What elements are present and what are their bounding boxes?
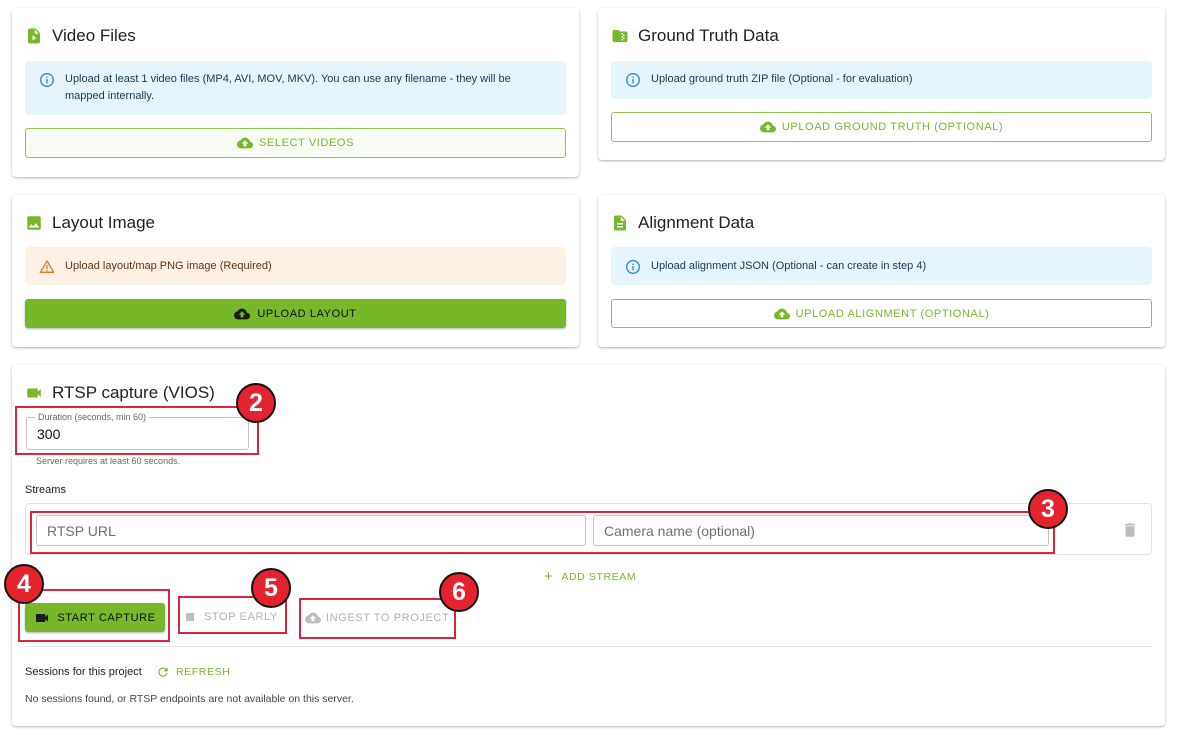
- upload-ground-truth-button[interactable]: UPLOAD GROUND TRUTH (OPTIONAL): [611, 112, 1152, 142]
- upload-alignment-label: UPLOAD ALIGNMENT (OPTIONAL): [795, 307, 990, 320]
- duration-label: Duration (seconds, min 60): [35, 412, 150, 422]
- cloud-upload-icon: [773, 306, 790, 322]
- layout-warning-text: Upload layout/map PNG image (Required): [65, 260, 272, 272]
- upload-layout-label: UPLOAD LAYOUT: [257, 307, 357, 320]
- videocam-icon: [34, 610, 50, 626]
- info-icon: [625, 259, 641, 275]
- stream-row: [25, 503, 1152, 555]
- ground-truth-info-alert: Upload ground truth ZIP file (Optional -…: [611, 61, 1152, 99]
- video-files-title: Video Files: [25, 26, 136, 46]
- folder-zip-icon: [611, 27, 629, 45]
- alignment-title-text: Alignment Data: [638, 213, 755, 232]
- stop-icon: [186, 613, 194, 621]
- ground-truth-title: Ground Truth Data: [611, 26, 779, 46]
- select-videos-label: SELECT VIDEOS: [258, 137, 355, 149]
- video-files-info-alert: Upload at least 1 video files (MP4, AVI,…: [25, 61, 566, 115]
- upload-alignment-button[interactable]: UPLOAD ALIGNMENT (OPTIONAL): [611, 299, 1152, 328]
- duration-value: 300: [37, 426, 61, 442]
- annotation-badge-3: 3: [1028, 489, 1068, 529]
- ground-truth-title-text: Ground Truth Data: [638, 26, 779, 45]
- video-files-info-text: Upload at least 1 video files (MP4, AVI,…: [65, 73, 511, 102]
- warning-icon: [39, 259, 55, 275]
- refresh-button[interactable]: REFRESH: [156, 665, 230, 679]
- image-icon: [25, 214, 43, 232]
- video-files-card: Video Files Upload at least 1 video file…: [12, 8, 579, 177]
- refresh-icon: [156, 665, 170, 679]
- annotation-badge-6: 6: [439, 572, 479, 612]
- layout-image-title-text: Layout Image: [52, 213, 156, 232]
- rtsp-title-text: RTSP capture (VIOS): [52, 383, 215, 402]
- rtsp-url-input[interactable]: [36, 515, 586, 546]
- ingest-label: INGEST TO PROJECT: [326, 612, 450, 624]
- cloud-upload-icon: [305, 610, 321, 626]
- rtsp-title: RTSP capture (VIOS): [25, 383, 215, 403]
- duration-helper-text: Server requires at least 60 seconds.: [36, 456, 181, 466]
- camera-name-input[interactable]: [593, 515, 1049, 546]
- annotation-badge-2: 2: [236, 383, 276, 423]
- upload-ground-truth-label: UPLOAD GROUND TRUTH (OPTIONAL): [781, 121, 1004, 133]
- alignment-info-alert: Upload alignment JSON (Optional - can cr…: [611, 247, 1152, 285]
- duration-field[interactable]: Duration (seconds, min 60) 300: [26, 412, 249, 450]
- ingest-to-project-button[interactable]: INGEST TO PROJECT: [305, 610, 449, 626]
- select-videos-button[interactable]: SELECT VIDEOS: [25, 128, 566, 158]
- add-stream-label: ADD STREAM: [561, 571, 637, 583]
- info-icon: [39, 72, 55, 88]
- alignment-info-text: Upload alignment JSON (Optional - can cr…: [651, 260, 927, 272]
- plus-icon: +: [544, 568, 554, 585]
- alignment-card: Alignment Data Upload alignment JSON (Op…: [598, 195, 1165, 347]
- cloud-upload-icon: [236, 135, 253, 151]
- add-stream-button[interactable]: + ADD STREAM: [544, 568, 637, 585]
- start-capture-label: START CAPTURE: [57, 611, 156, 624]
- stop-early-label: STOP EARLY: [204, 611, 278, 623]
- streams-label: Streams: [25, 484, 66, 496]
- ground-truth-card: Ground Truth Data Upload ground truth ZI…: [598, 8, 1165, 160]
- upload-layout-button[interactable]: UPLOAD LAYOUT: [25, 299, 566, 328]
- stop-early-button[interactable]: STOP EARLY: [186, 611, 278, 623]
- layout-image-title: Layout Image: [25, 213, 155, 233]
- alignment-title: Alignment Data: [611, 213, 754, 233]
- annotation-badge-4: 4: [4, 564, 44, 604]
- trash-icon[interactable]: [1121, 521, 1139, 539]
- rtsp-capture-card: RTSP capture (VIOS) Duration (seconds, m…: [12, 365, 1165, 726]
- refresh-label: REFRESH: [176, 666, 231, 678]
- sessions-label: Sessions for this project: [25, 666, 142, 678]
- divider: [25, 646, 1152, 647]
- document-icon: [611, 214, 629, 232]
- video-files-title-text: Video Files: [52, 26, 136, 45]
- video-file-icon: [25, 27, 43, 45]
- start-capture-button[interactable]: START CAPTURE: [25, 603, 165, 632]
- ground-truth-info-text: Upload ground truth ZIP file (Optional -…: [651, 73, 913, 85]
- info-icon: [625, 72, 641, 88]
- videocam-icon: [25, 384, 43, 402]
- cloud-upload-icon: [234, 306, 251, 322]
- sessions-empty-text: No sessions found, or RTSP endpoints are…: [25, 693, 354, 705]
- cloud-upload-icon: [759, 119, 776, 135]
- annotation-badge-5: 5: [251, 568, 291, 608]
- layout-warning-alert: Upload layout/map PNG image (Required): [25, 247, 566, 285]
- layout-image-card: Layout Image Upload layout/map PNG image…: [12, 195, 579, 347]
